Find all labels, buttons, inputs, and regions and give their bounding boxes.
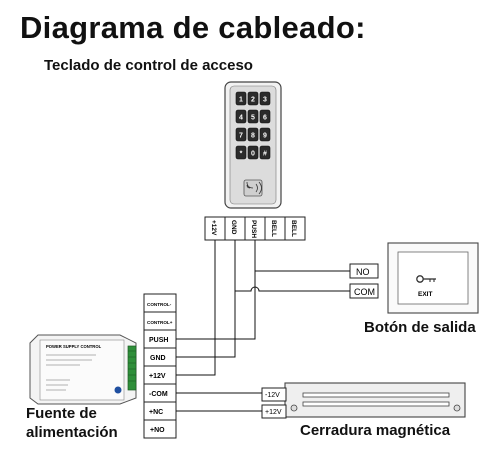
diagram-title: Diagrama de cableado: <box>20 10 366 45</box>
keypad-key <box>247 127 259 142</box>
keypad-key-label: 0 <box>251 151 255 158</box>
power-supply-module-title: POWER SUPPLY CONTROL <box>46 344 102 349</box>
rfid-icon <box>243 179 263 197</box>
controller-terminal-gnd: GND <box>150 355 166 362</box>
keypad-keys: 1 2 3 4 5 6 7 8 9 * 0 # <box>235 91 271 160</box>
exit-button-label: Botón de salida <box>364 319 476 336</box>
controller-terminal-block: CONTROL- CONTROL+ PUSH GND +12V -COM +NC… <box>143 293 177 439</box>
keypad-key <box>235 127 247 142</box>
power-supply-device: POWER SUPPLY CONTROL <box>29 334 137 405</box>
keypad-terminal-gnd: GND <box>230 220 237 235</box>
keypad-key <box>259 91 271 106</box>
keypad-terminal-12v: +12V <box>210 220 217 236</box>
keypad-key <box>235 109 247 124</box>
exit-terminal-no: NO <box>356 267 370 277</box>
power-supply-label-line2: alimentación <box>26 424 118 441</box>
keypad-device: 1 2 3 4 5 6 7 8 9 * 0 # <box>224 81 282 209</box>
keypad-terminal-bell-1: BELL <box>270 220 277 237</box>
exit-terminal-com: COM <box>354 287 375 297</box>
keypad-key-label: 7 <box>239 133 243 140</box>
exit-plate-text: EXIT <box>418 291 432 298</box>
wires <box>176 240 350 412</box>
controller-terminal-nc: +NC <box>149 409 163 416</box>
keypad-key-label: 3 <box>263 97 267 104</box>
keypad-terminal-push: PUSH <box>250 220 257 238</box>
lock-terminal-minus-12v: -12V <box>265 392 280 399</box>
keypad-terminal-bell-2: BELL <box>290 220 297 237</box>
controller-terminal-control-plus: CONTROL+ <box>147 320 173 325</box>
keypad-key-label: 8 <box>251 133 255 140</box>
keypad-key-label: 4 <box>239 115 243 122</box>
key-icon <box>416 275 436 283</box>
magnetic-lock-device: -12V +12V <box>261 382 466 419</box>
controller-terminal-no: +NO <box>150 427 165 434</box>
controller-terminal-control-minus: CONTROL- <box>147 302 172 307</box>
power-supply-label-line1: Fuente de <box>26 405 97 422</box>
keypad-key-label: 2 <box>251 97 255 104</box>
keypad-terminal-block: +12V GND PUSH BELL BELL <box>204 216 306 241</box>
controller-terminal-push: PUSH <box>149 337 168 344</box>
controller-terminal-12v: +12V <box>149 373 166 380</box>
keypad-key <box>259 127 271 142</box>
keypad-key-label: # <box>263 151 267 158</box>
keypad-key <box>247 91 259 106</box>
keypad-key <box>235 145 247 160</box>
keypad-key-label: * <box>240 151 243 158</box>
exit-button-device: EXIT NO COM <box>349 242 479 314</box>
keypad-key <box>247 145 259 160</box>
keypad-key <box>259 109 271 124</box>
keypad-key <box>259 145 271 160</box>
keypad-key-label: 9 <box>263 133 267 140</box>
lock-terminal-plus-12v: +12V <box>265 409 282 416</box>
keypad-label: Teclado de control de acceso <box>44 57 253 74</box>
keypad-key-label: 6 <box>263 115 267 122</box>
keypad-key <box>247 109 259 124</box>
magnetic-lock-label: Cerradura magnética <box>300 422 451 439</box>
keypad-key-label: 1 <box>239 97 243 104</box>
controller-terminal-com: -COM <box>149 391 168 398</box>
power-supply-label: Fuente de alimentación <box>26 404 118 442</box>
keypad-key-label: 5 <box>251 115 255 122</box>
keypad-key <box>235 91 247 106</box>
